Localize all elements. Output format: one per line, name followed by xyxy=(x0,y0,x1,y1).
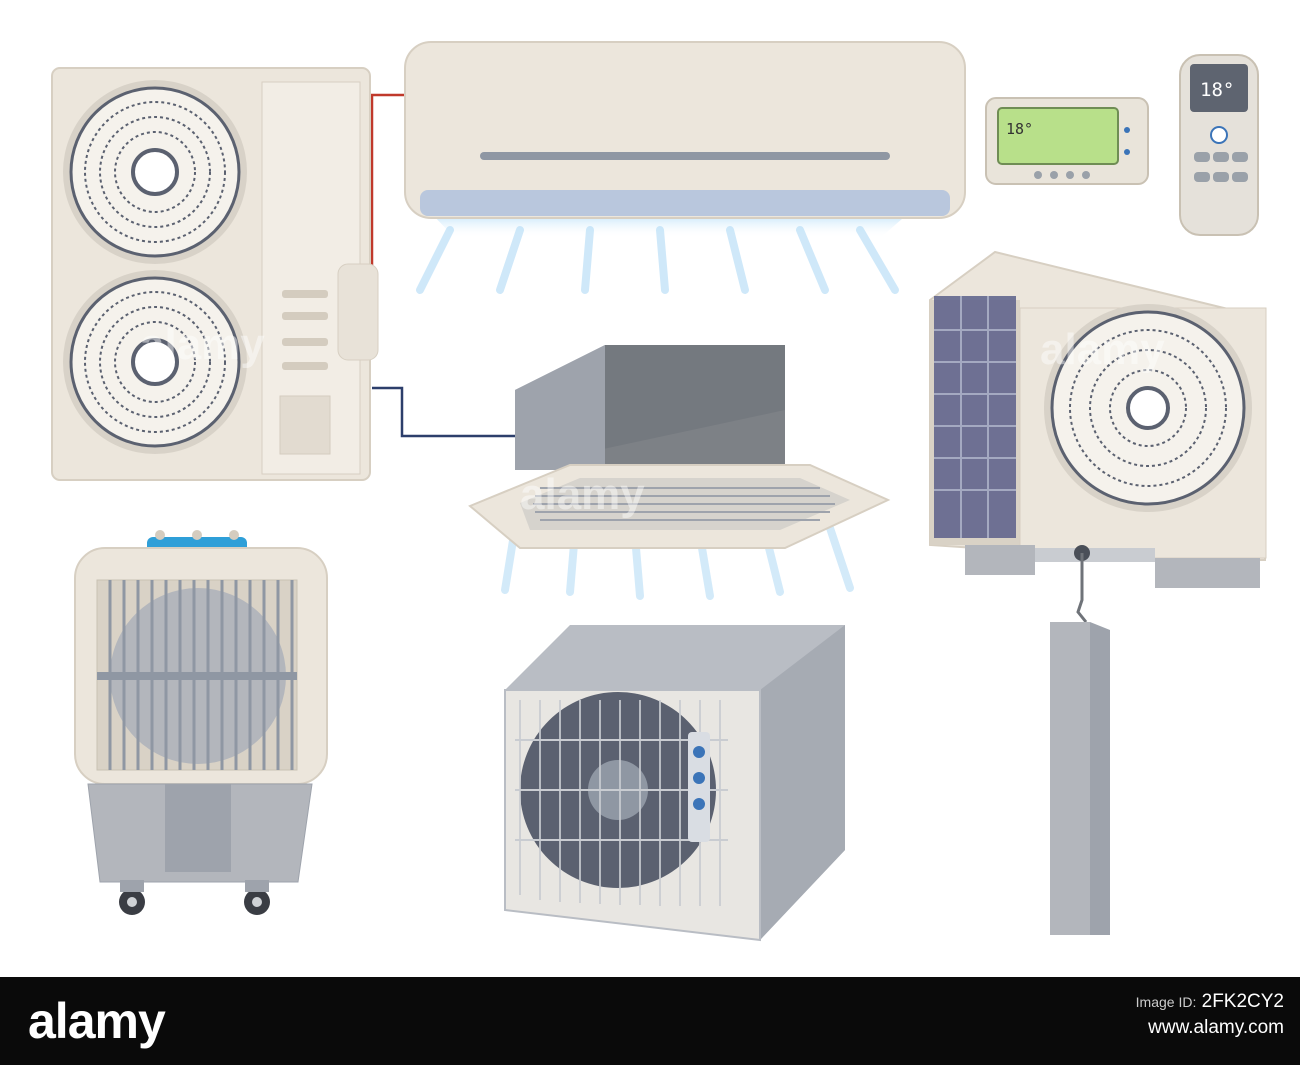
ac-illustration: 18° 18° xyxy=(51,41,1267,942)
double-fan-outdoor-unit xyxy=(51,67,515,481)
thermostat-display: 18° xyxy=(1006,120,1033,138)
image-id-block: Image ID: 2FK2CY2 www.alamy.com xyxy=(1136,989,1284,1041)
image-id: 2FK2CY2 xyxy=(1201,991,1284,1012)
box-outdoor-unit xyxy=(504,625,845,942)
wall-thermostat: 18° xyxy=(985,97,1149,185)
side-outdoor-unit xyxy=(929,250,1267,935)
evaporative-cooler xyxy=(74,530,328,915)
wall-split-ac xyxy=(404,41,966,294)
fan-icon xyxy=(1044,304,1252,512)
remote-display: 18° xyxy=(1200,79,1234,101)
site-url: www.alamy.com xyxy=(1148,1017,1284,1038)
fan-icon xyxy=(63,80,247,264)
power-icon xyxy=(1210,126,1228,144)
image-id-label: Image ID: xyxy=(1135,994,1197,1010)
remote-control: 18° xyxy=(1179,54,1259,236)
navy-pipe xyxy=(372,386,515,438)
red-pipe xyxy=(370,93,408,338)
ceiling-cassette-unit xyxy=(468,345,891,600)
fan-icon xyxy=(63,270,247,454)
footer-bar: alamy Image ID: 2FK2CY2 www.alamy.com xyxy=(0,977,1300,1065)
alamy-logo: alamy xyxy=(28,993,166,1049)
